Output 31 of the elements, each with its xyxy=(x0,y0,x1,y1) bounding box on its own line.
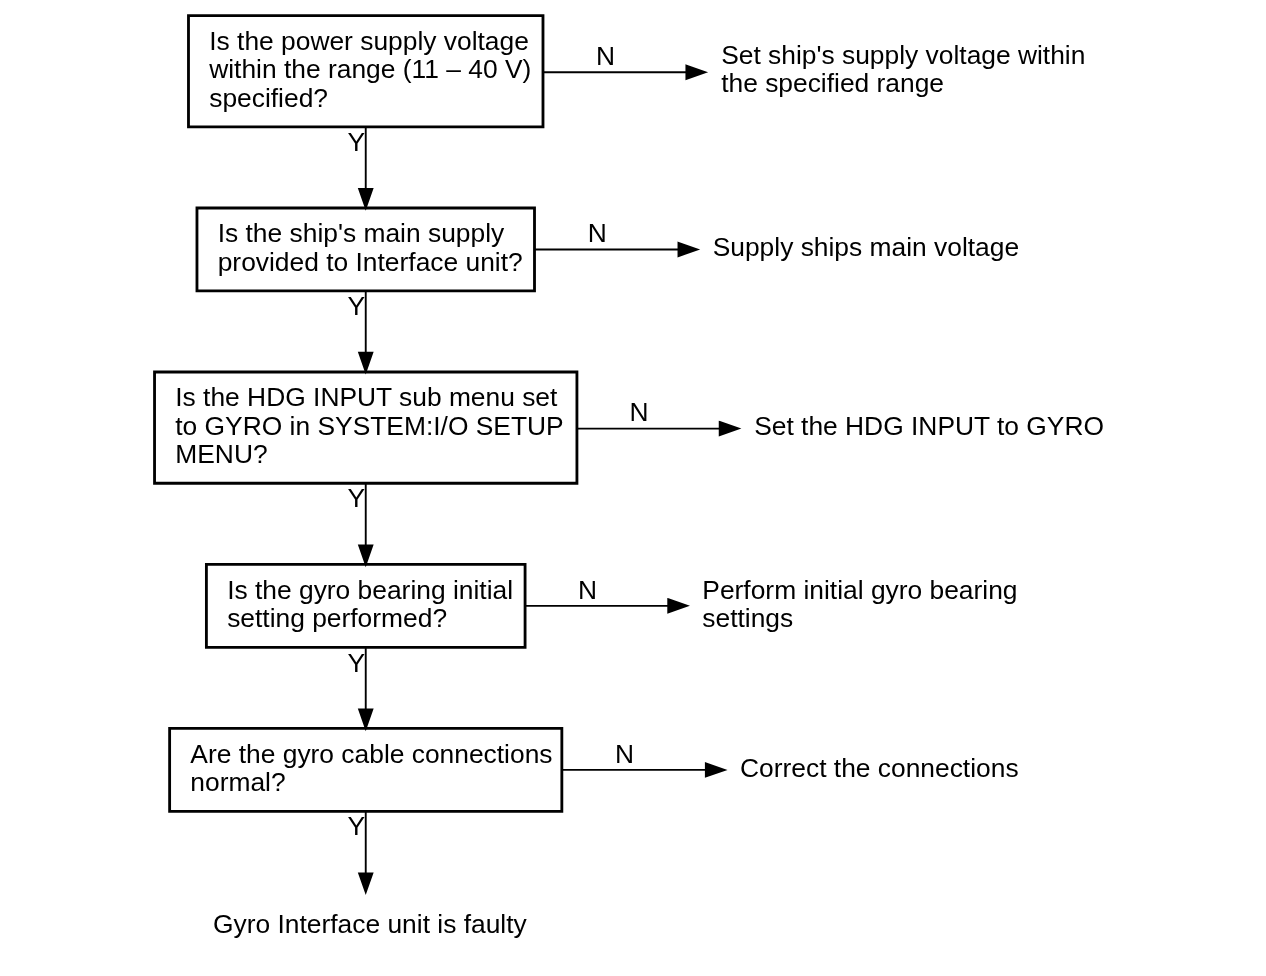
edge-label: N xyxy=(577,574,597,605)
edge-label: N xyxy=(614,738,634,769)
arrow xyxy=(357,126,374,211)
node-text: Supply ships main voltage xyxy=(712,232,1019,263)
node-box: Is the gyro bearing initial setting performed? xyxy=(204,562,526,649)
node-text: Set the HDG INPUT to GYRO xyxy=(753,410,1104,441)
edge-label: N xyxy=(595,41,615,72)
arrow xyxy=(357,647,374,732)
node-text: Gyro Interface unit is faulty xyxy=(212,909,527,940)
node-text: Correct the connections xyxy=(739,752,1019,783)
edge-label: Y xyxy=(347,291,365,322)
node-box: Is the power supply voltage within the range (11 – 40 V) specified? xyxy=(186,14,544,129)
edge-label: N xyxy=(629,397,649,428)
node-box: Are the gyro cable connections normal? xyxy=(167,727,563,813)
arrow xyxy=(533,241,700,258)
arrow xyxy=(560,761,728,778)
arrow xyxy=(524,597,690,614)
arrow xyxy=(357,482,374,568)
edge-label: Y xyxy=(347,126,365,157)
arrow xyxy=(357,810,374,896)
node-box: Is the ship's main supply provided to Interface unit? xyxy=(195,206,536,293)
arrow xyxy=(576,420,741,437)
node-box: Is the HDG INPUT sub menu set to GYRO in SYSTEM:I/O SETUP MENU? xyxy=(152,370,578,485)
node-text: Set ship's supply voltage within the specified range xyxy=(720,40,1085,99)
edge-label: Y xyxy=(347,647,365,678)
arrow xyxy=(542,64,708,81)
edge-label: Y xyxy=(347,811,365,842)
edge-label: N xyxy=(587,218,607,249)
arrow xyxy=(357,290,374,375)
node-text: Perform initial gyro bearing settings xyxy=(701,574,1018,633)
edge-label: Y xyxy=(347,483,365,514)
